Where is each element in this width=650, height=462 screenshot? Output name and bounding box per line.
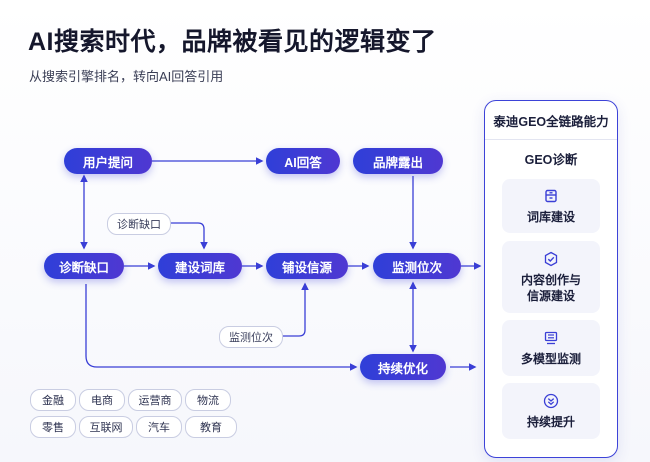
industry-chip: 教育 <box>185 416 237 438</box>
capability-card-improve: 持续提升 <box>502 383 600 439</box>
node-monitor-position: 监测位次 <box>373 253 461 279</box>
page-title: AI搜索时代，品牌被看见的逻辑变了 <box>28 28 437 56</box>
node-lay-sources: 铺设信源 <box>266 253 348 279</box>
industry-chip: 物流 <box>185 389 231 411</box>
industry-chip: 电商 <box>79 389 125 411</box>
node-build-lexicon: 建设词库 <box>158 253 242 279</box>
node-diagnose-gap: 诊断缺口 <box>44 253 124 279</box>
industry-chip: 互联网 <box>79 416 133 438</box>
check-shield-icon <box>544 251 558 266</box>
capability-label: 持续提升 <box>526 414 575 429</box>
monitor-list-icon <box>544 331 558 344</box>
arrow-monitor-tag-to-sources <box>283 282 309 337</box>
panel-title: 泰迪GEO全链路能力 <box>485 101 617 140</box>
double-chevron-down-icon <box>543 393 559 408</box>
industry-chip: 运营商 <box>128 389 182 411</box>
capability-label: 内容创作与 信源建设 <box>520 272 581 303</box>
capability-card-lexicon: 词库建设 <box>502 179 600 233</box>
capability-label: 多模型监测 <box>520 351 581 366</box>
capability-card-content: 内容创作与 信源建设 <box>502 241 600 313</box>
arrow-diagnose-to-optimize <box>85 284 358 371</box>
geo-capability-panel: 泰迪GEO全链路能力 GEO诊断 词库建设 内容创作与 信源建设 多模型监测 <box>484 100 618 458</box>
industry-chip: 汽车 <box>136 416 182 438</box>
storage-icon <box>545 189 557 202</box>
capability-card-monitor: 多模型监测 <box>502 320 600 376</box>
panel-subtitle: GEO诊断 <box>524 153 578 167</box>
node-brand-exposure: 品牌露出 <box>353 148 443 174</box>
node-continuous-optimize: 持续优化 <box>360 354 446 380</box>
node-ai-answer: AI回答 <box>266 148 340 174</box>
tag-diagnose-gap: 诊断缺口 <box>107 213 171 235</box>
capability-label: 词库建设 <box>526 209 575 224</box>
industry-chip: 金融 <box>30 389 76 411</box>
industry-chip: 零售 <box>30 416 76 438</box>
arrow-gap-tag-to-lexicon <box>170 222 208 250</box>
page-subtitle: 从搜索引擎排名，转向AI回答引用 <box>29 69 224 84</box>
tag-monitor-position: 监测位次 <box>219 326 283 348</box>
node-user-question: 用户提问 <box>64 148 152 174</box>
